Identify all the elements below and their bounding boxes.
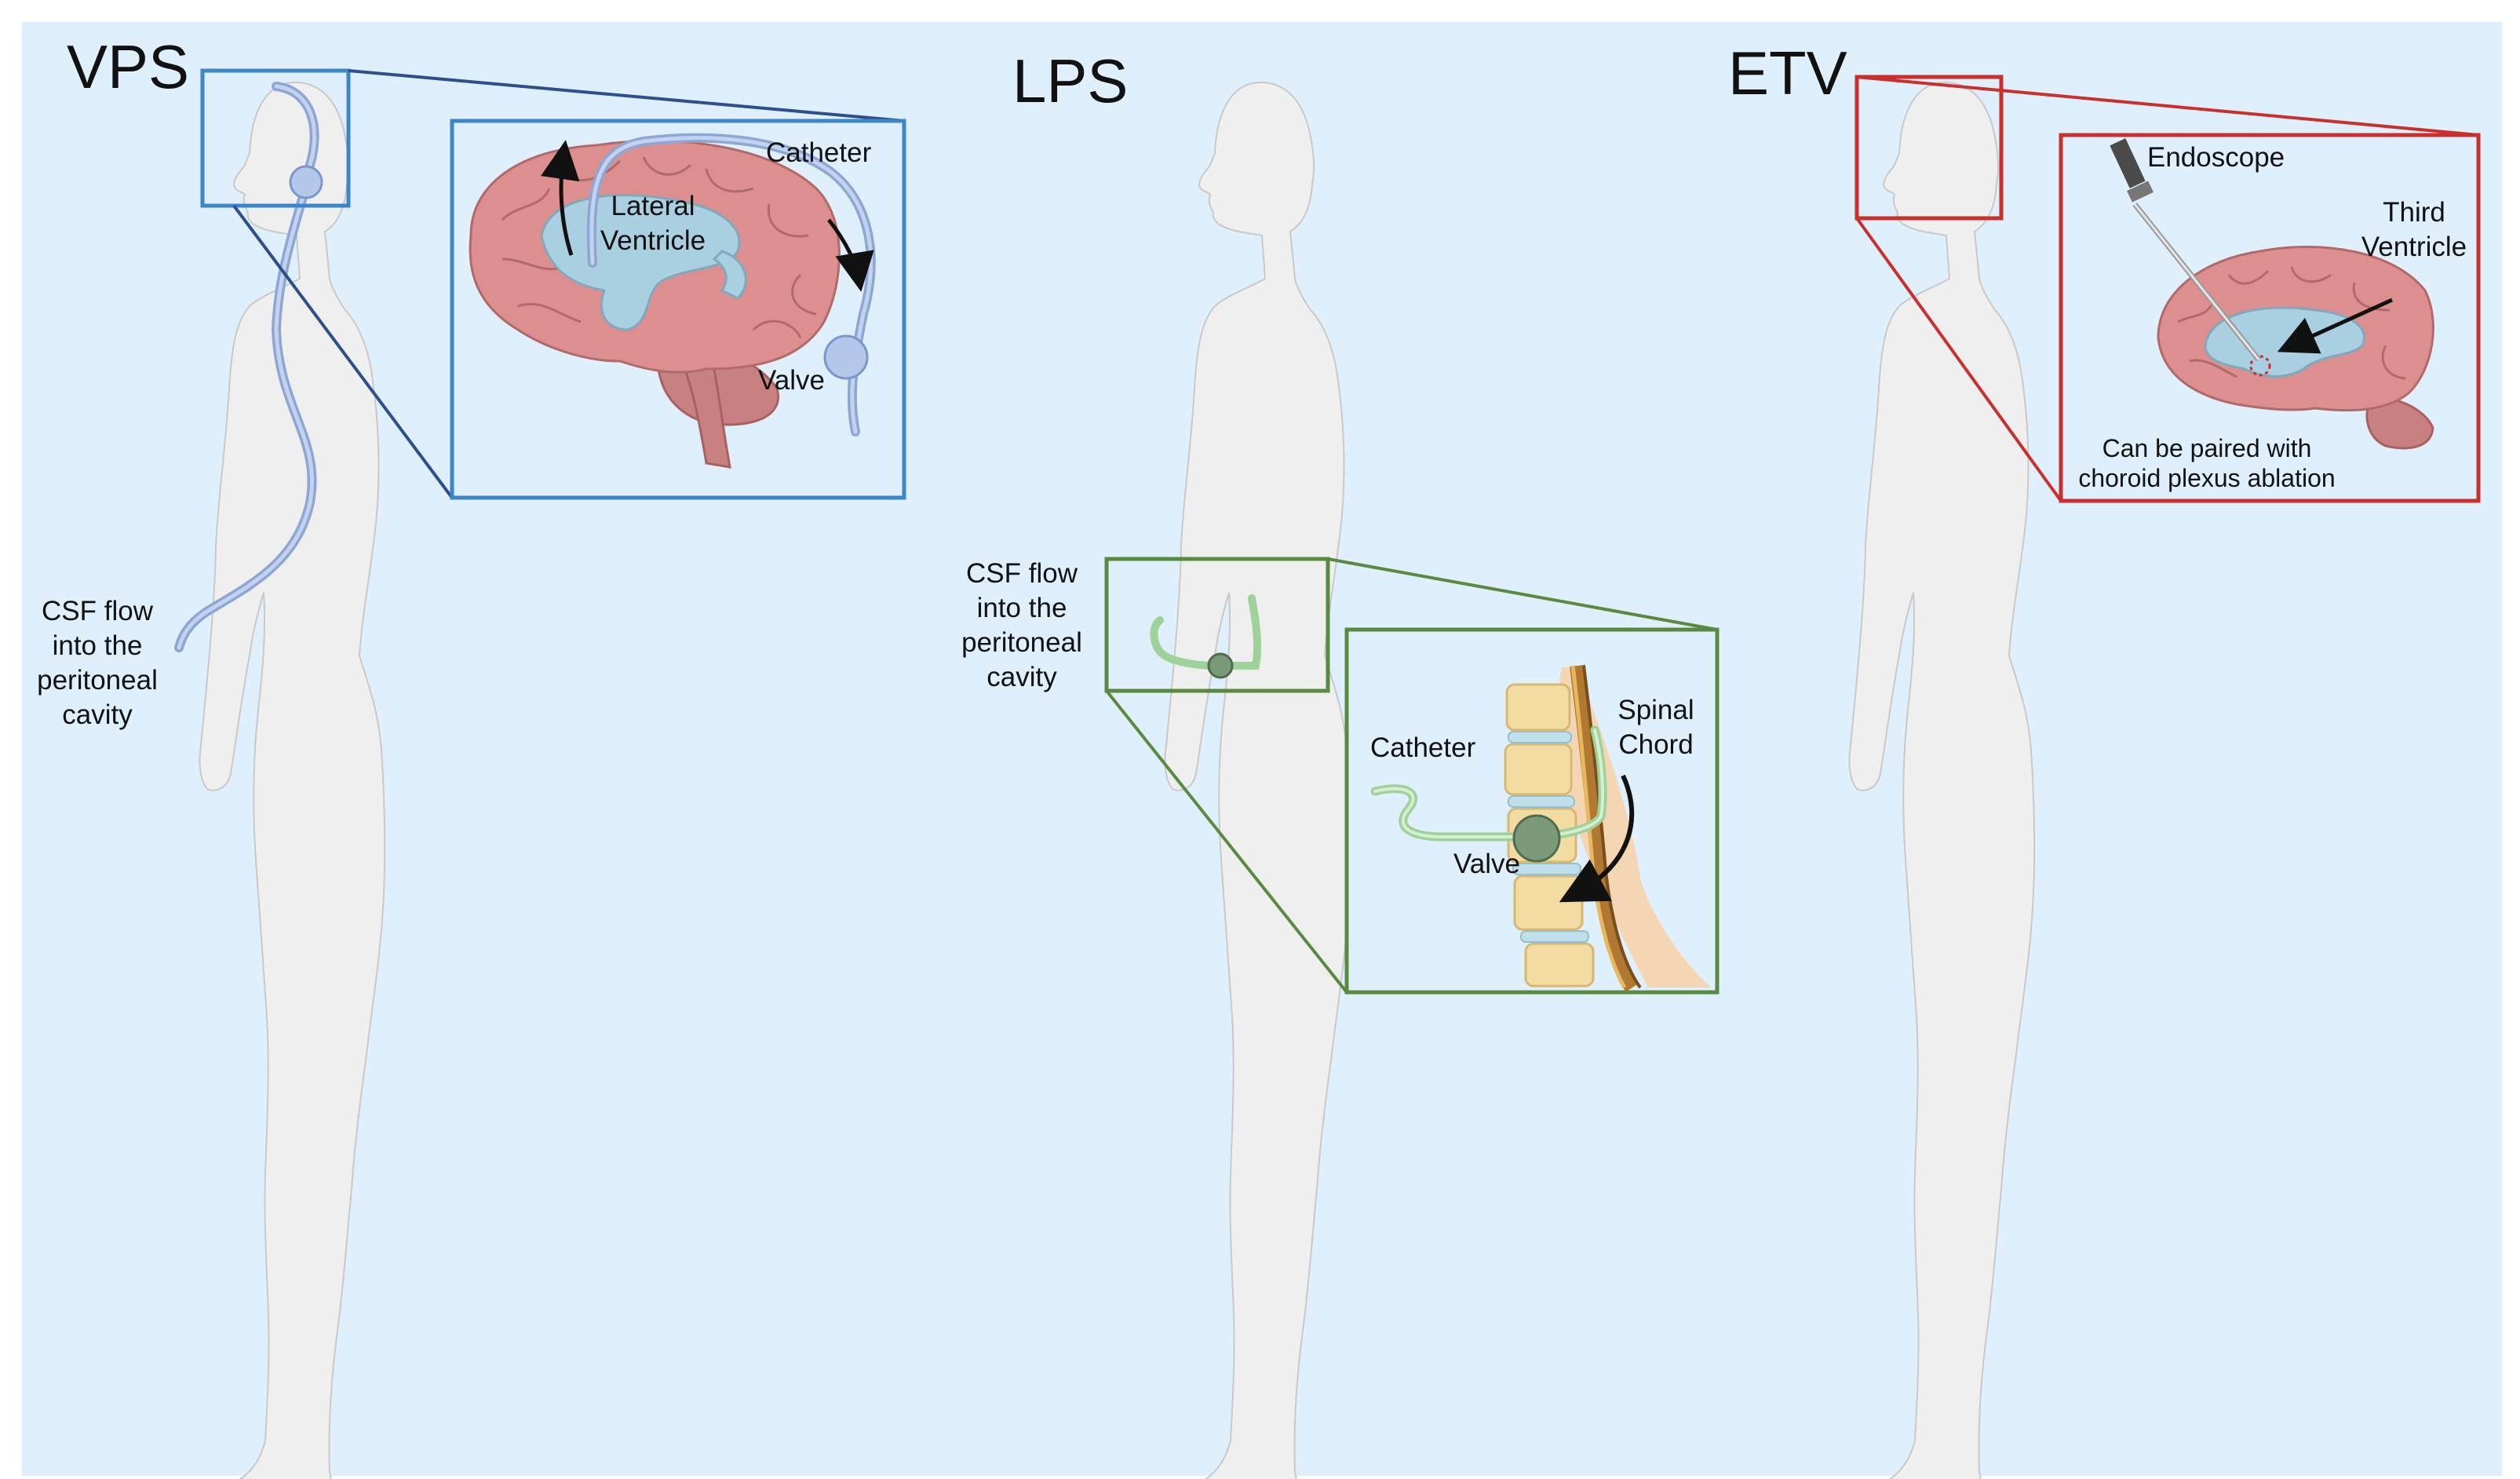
lps-zoom-line-top xyxy=(1327,557,1718,631)
lps-flow-label: CSF flow into the peritoneal cavity xyxy=(961,558,1082,692)
vps-zoom-region xyxy=(200,68,351,208)
vps-shunt-tube-highlight xyxy=(177,84,317,650)
etv-ventricle-arrow xyxy=(2277,298,2394,354)
lps-flow-arrow xyxy=(1559,774,1635,903)
vps-valve-dot xyxy=(289,165,323,199)
vps-zoom-line-bottom xyxy=(232,204,454,499)
lps-flow-line-4: cavity xyxy=(986,662,1057,692)
vps-catheter-label: Catheter xyxy=(766,137,872,168)
etv-note-line-1: Can be paired with xyxy=(2102,434,2312,462)
etv-fenestration-site xyxy=(2249,355,2271,377)
vps-ventricle-horn xyxy=(712,250,747,300)
vps-ventricle-label-2: Ventricle xyxy=(600,225,706,256)
lps-flow-line-3: peritoneal xyxy=(961,627,1082,658)
lps-flow-line-1: CSF flow xyxy=(966,558,1078,589)
vps-brain-folds xyxy=(501,156,817,338)
lps-zoom-line-bottom xyxy=(1105,689,1348,994)
lps-cord-fiber-1 xyxy=(1570,665,1627,989)
lps-body-catheter xyxy=(1150,594,1262,670)
vps-zoom-line-top xyxy=(348,69,905,122)
vps-arrow-down xyxy=(827,218,874,292)
endoscope-handle xyxy=(2110,138,2146,188)
endoscope-shaft-highlight xyxy=(2133,203,2260,360)
lps-valve-label: Valve xyxy=(1453,849,1520,879)
lps-cord-label-1: Spinal xyxy=(1617,695,1694,725)
etv-ventricle-label-1: Third xyxy=(2383,197,2445,228)
vps-panel: VPS CSF flow into the peritoneal cavity … xyxy=(37,32,906,1479)
vps-title: VPS xyxy=(67,32,189,101)
lps-zoom-region xyxy=(1104,557,1330,693)
etv-ventricle-label-2: Ventricle xyxy=(2361,232,2467,262)
etv-zoom-region xyxy=(1854,75,2004,221)
etv-zoom-line-bottom xyxy=(1855,217,2062,502)
lps-body-valve xyxy=(1207,652,1234,679)
lps-cord-label-2: Chord xyxy=(1618,729,1693,760)
endoscope-collar xyxy=(2127,181,2153,203)
lps-inset-valve xyxy=(1512,814,1561,863)
lps-panel: LPS CSF flow into the peritoneal cavity xyxy=(961,46,1720,1479)
vps-valve-label: Valve xyxy=(758,365,825,396)
etv-note-line-2: choroid plexus ablation xyxy=(2078,464,2335,492)
vps-inset-valve xyxy=(823,334,869,380)
etv-panel: ETV Endoscope Third Ventricle Can be pai… xyxy=(1728,38,2481,1479)
lps-discs xyxy=(1508,731,1589,943)
vps-flow-line-4: cavity xyxy=(62,699,133,730)
vps-flow-line-3: peritoneal xyxy=(37,665,158,696)
etv-zoom-line-top xyxy=(1856,75,2479,137)
vps-flow-label: CSF flow into the peritoneal cavity xyxy=(37,596,158,730)
etv-cerebellum xyxy=(2365,396,2434,450)
etv-endoscope-label: Endoscope xyxy=(2147,142,2285,173)
vps-brainstem xyxy=(673,344,731,469)
lps-spinal-cord xyxy=(1570,664,1639,992)
vps-flow-line-1: CSF flow xyxy=(42,596,154,626)
lps-flow-line-2: into the xyxy=(977,593,1067,623)
vps-arrow-up xyxy=(541,140,580,256)
lps-title: LPS xyxy=(1012,46,1128,115)
lps-cord-fiber-2 xyxy=(1582,665,1642,989)
vps-flow-line-2: into the xyxy=(53,630,143,661)
vps-ventricle-label-1: Lateral xyxy=(611,191,695,221)
etv-brain-folds xyxy=(2177,266,2406,380)
lps-catheter-label: Catheter xyxy=(1370,732,1476,763)
etv-endoscope xyxy=(2110,138,2261,362)
etv-title: ETV xyxy=(1728,38,1847,108)
